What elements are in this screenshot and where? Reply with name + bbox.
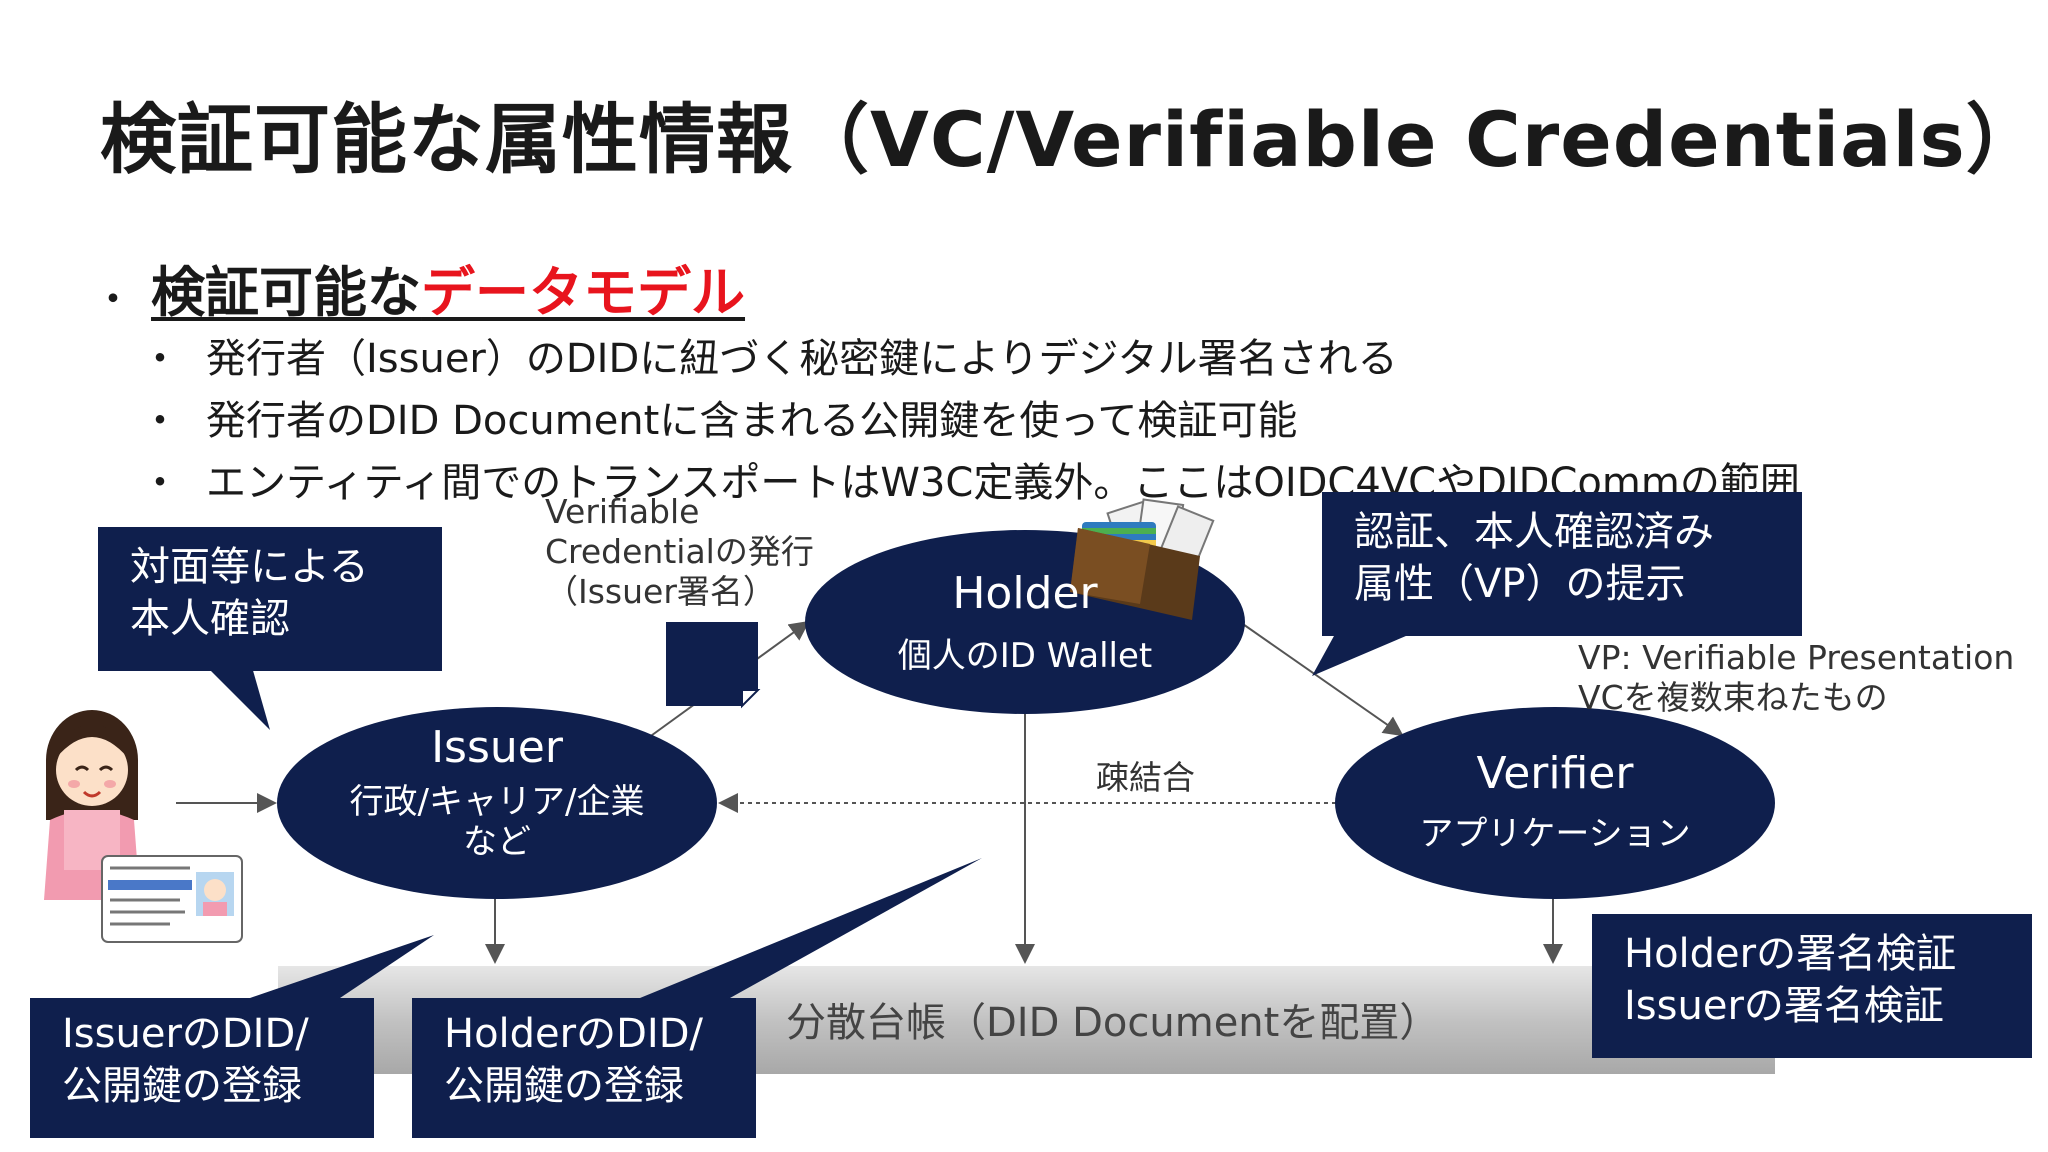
callout-identity: 対面等による 本人確認 — [98, 527, 442, 671]
id-card-icon — [101, 855, 243, 943]
vc-issue-label: Verifiable Credentialの発行 （Issuer署名） — [545, 492, 814, 611]
callout-issuer-reg: IssuerのDID/ 公開鍵の登録 — [30, 998, 374, 1138]
sub-bullet-2: ・発行者のDID Documentに含まれる公開鍵を使って検証可能 — [140, 398, 1298, 444]
holder-title: Holder — [952, 568, 1098, 619]
callout-tail-issuer-reg — [250, 935, 434, 998]
document-icon — [666, 622, 761, 709]
callout-vp: 認証、本人確認済み 属性（VP）の提示 — [1322, 492, 1802, 636]
loose-coupling-label: 疎結合 — [1096, 758, 1195, 797]
issuer-title: Issuer — [431, 722, 563, 773]
bullet-dot: ・ — [95, 279, 132, 321]
issuer-label: Issuer 行政/キャリア/企業 など — [277, 722, 717, 882]
callout-verify: Holderの署名検証 Issuerの署名検証 — [1592, 914, 2032, 1058]
issuer-subtitle: 行政/キャリア/企業 など — [349, 782, 645, 862]
verifier-label: Verifier アプリケーション — [1335, 748, 1775, 858]
main-bullet-prefix: 検証可能な — [151, 261, 422, 324]
holder-subtitle: 個人のID Wallet — [897, 636, 1153, 676]
callout-holder-reg: HolderのDID/ 公開鍵の登録 — [412, 998, 756, 1138]
wallet-icon — [1070, 498, 1215, 620]
verifier-subtitle: アプリケーション — [1419, 814, 1691, 854]
page-title: 検証可能な属性情報（VC/Verifiable Credentials） — [100, 95, 2043, 184]
vp-definition-label: VP: Verifiable Presentation VCを複数束ねたもの — [1578, 638, 2015, 717]
callout-tail-identity — [200, 660, 270, 730]
arrow-holder-verifier — [1239, 621, 1404, 737]
sub-bullet-1: ・発行者（Issuer）のDIDに紐づく秘密鍵によりデジタル署名される — [140, 336, 1398, 382]
callout-tail-vp — [1312, 625, 1420, 676]
callout-tail-holder-reg — [640, 858, 982, 998]
holder-label: Holder 個人のID Wallet — [805, 568, 1245, 678]
main-bullet-highlight: データモデル — [421, 261, 746, 324]
issuer-node — [277, 707, 717, 899]
main-bullet: ・検証可能なデータモデル — [95, 248, 745, 327]
verifier-node — [1335, 707, 1775, 899]
ledger-label: 分散台帳（DID Documentを配置） — [786, 1000, 1440, 1046]
verifier-title: Verifier — [1476, 748, 1634, 799]
